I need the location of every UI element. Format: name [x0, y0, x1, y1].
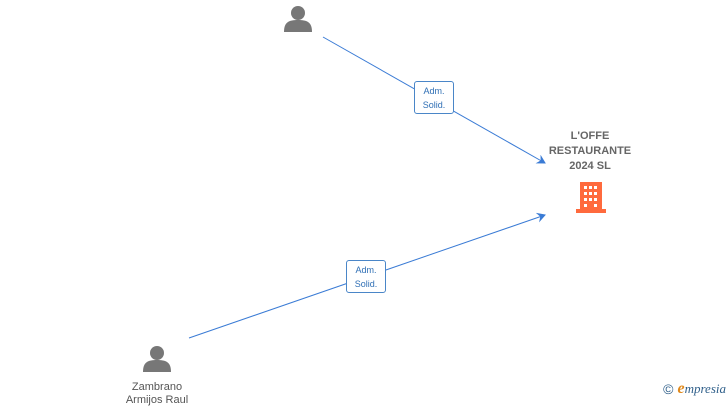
- empresia-watermark[interactable]: © empresia: [663, 380, 726, 398]
- role-badge-top[interactable]: Adm. Solid.: [414, 81, 454, 114]
- role-line-2: Solid.: [354, 279, 378, 289]
- role-line-1: Adm.: [423, 86, 445, 96]
- copyright-icon: ©: [663, 381, 674, 397]
- person-name-line-1: Zambrano: [131, 381, 183, 393]
- role-line-1: Adm.: [355, 265, 377, 275]
- brand-logo: empresia: [677, 380, 726, 398]
- company-name-line-2: RESTAURANTE: [548, 145, 632, 157]
- role-line-2: Solid.: [422, 100, 446, 110]
- person-icon[interactable]: [284, 6, 312, 32]
- brand-rest: mpresia: [684, 381, 726, 396]
- company-name-line-3: 2024 SL: [569, 160, 611, 172]
- person-name[interactable]: Zambrano Armijos Raul: [102, 381, 212, 407]
- person-icon[interactable]: [143, 346, 171, 372]
- company-name-line-1: L'OFFE: [570, 130, 610, 142]
- role-badge-bottom[interactable]: Adm. Solid.: [346, 260, 386, 293]
- building-icon[interactable]: [576, 182, 606, 213]
- person-name-line-2: Armijos Raul: [125, 394, 189, 406]
- brand-initial: e: [677, 380, 685, 397]
- company-name[interactable]: L'OFFE RESTAURANTE 2024 SL: [535, 129, 645, 174]
